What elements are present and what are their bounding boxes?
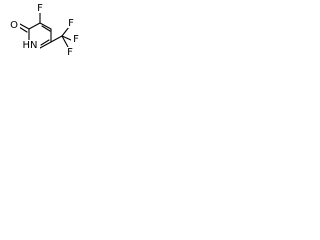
atom-cf3-f-bottom: F: [67, 47, 73, 58]
bond-c2-o-double: [18, 26, 28, 33]
bond-c2-o: [19, 23, 30, 30]
bond-cf3-f-right: [61, 35, 72, 41]
cf3-f-top-bg: [66, 18, 76, 28]
bond-c5-cf3: [50, 35, 63, 43]
bond-c5-c6-double: [40, 39, 50, 46]
cf3-f-bottom-bg: [65, 47, 75, 57]
bond-c5-c6: [39, 41, 52, 49]
atom-f-top: F: [37, 3, 43, 14]
atom-cf3-f-top: F: [68, 18, 74, 29]
oxygen-bg: [8, 20, 20, 31]
bond-cf3-f-bottom: [61, 35, 69, 48]
atom-o: O: [10, 20, 18, 31]
atom-cf3-f-right: F: [73, 34, 79, 45]
atom-nh: HN: [23, 40, 38, 51]
bond-c2-c3: [28, 22, 41, 30]
fluoro-top-bg: [35, 3, 45, 13]
cf3-f-right-bg: [71, 34, 81, 44]
bond-cf3-f-top: [61, 26, 70, 37]
bond-c3-c4-double: [41, 25, 51, 32]
molecule-structure: F O HN F F F: [8, 3, 81, 58]
structure-canvas: F O HN F F F: [0, 0, 110, 68]
nh-bg: [20, 40, 40, 51]
bond-c3-c4: [39, 22, 52, 30]
